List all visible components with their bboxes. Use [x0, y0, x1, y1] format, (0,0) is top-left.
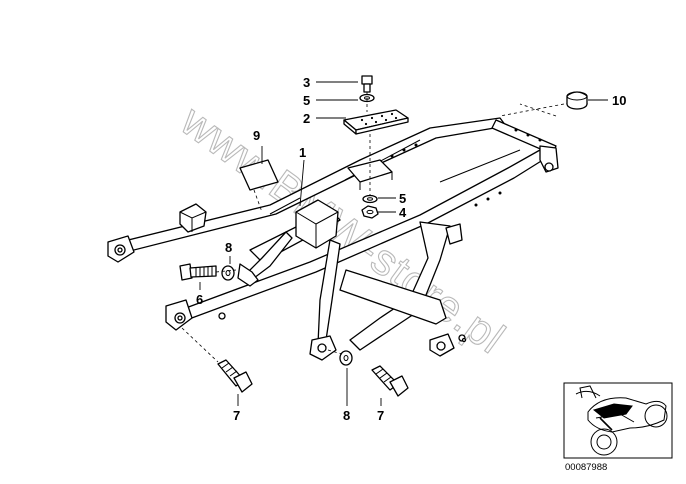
rubber-buffer-part-10 — [566, 91, 588, 110]
nut-part-4 — [361, 205, 379, 219]
leader-lines — [199, 81, 608, 406]
callout-5-mid: 5 — [399, 191, 406, 206]
callout-numbers: 3 5 2 10 9 1 5 4 8 6 7 8 7 — [196, 75, 626, 423]
callout-1: 1 — [299, 145, 306, 160]
bushing-part-8-upper — [221, 265, 235, 281]
callout-9: 9 — [253, 128, 260, 143]
bolt-part-6 — [179, 263, 217, 281]
callout-7-left: 7 — [233, 408, 240, 423]
callout-8-lower: 8 — [343, 408, 350, 423]
lower-strut-assembly — [218, 221, 467, 361]
bushing-part-8-lower — [339, 350, 353, 366]
callout-10: 10 — [612, 93, 626, 108]
rear-frame-part-1 — [107, 117, 559, 331]
callout-6: 6 — [196, 292, 203, 307]
screw-part-3 — [361, 75, 373, 93]
callout-7-right: 7 — [377, 408, 384, 423]
washer-part-5-mid — [362, 194, 378, 204]
callout-5-top: 5 — [303, 93, 310, 108]
reference-number: 00087988 — [565, 462, 607, 473]
pad-part-2 — [343, 109, 409, 135]
label-part-9 — [239, 159, 279, 191]
watermark-text: www.BMW-store.pl — [171, 96, 514, 364]
motorcycle-thumbnail — [563, 382, 673, 459]
callout-8-upper: 8 — [225, 240, 232, 255]
bolt-part-7-left — [217, 359, 253, 393]
callout-4: 4 — [399, 205, 407, 220]
callout-3: 3 — [303, 75, 310, 90]
bolt-part-7-right — [371, 365, 409, 397]
assembly-lines — [181, 92, 565, 363]
callout-2: 2 — [303, 111, 310, 126]
